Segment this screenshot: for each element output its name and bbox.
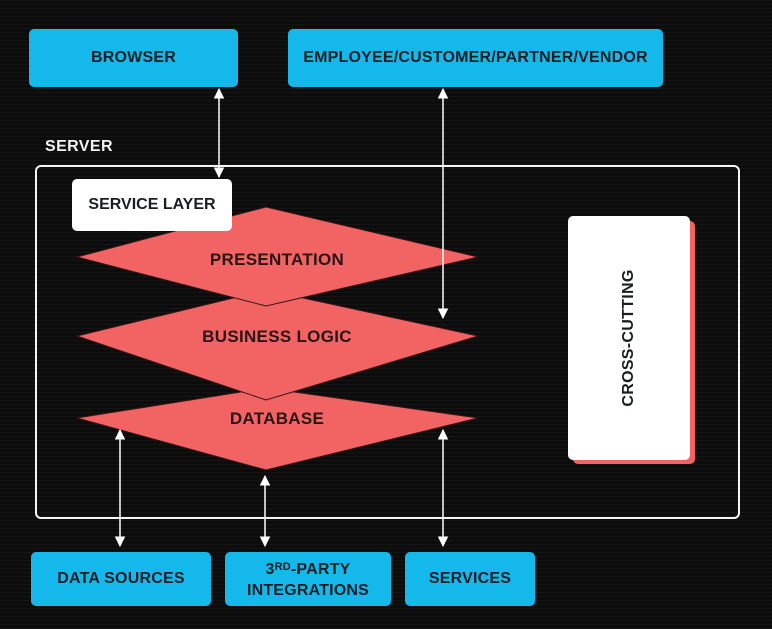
server-label: SERVER bbox=[45, 138, 113, 155]
business-logic-layer bbox=[75, 289, 480, 401]
service-layer-label: SERVICE LAYER bbox=[88, 196, 216, 213]
services-label: SERVICES bbox=[428, 570, 512, 587]
browser-box: BROWSER bbox=[29, 29, 238, 87]
users-label: EMPLOYEE/CUSTOMER/PARTNER/VENDOR bbox=[303, 49, 648, 66]
browser-label: BROWSER bbox=[91, 49, 176, 66]
data-sources-box: DATA SOURCES bbox=[31, 552, 211, 606]
third-party-text: 3RD-PARTY INTEGRATIONS bbox=[247, 557, 369, 601]
service-layer-box: SERVICE LAYER bbox=[72, 179, 232, 231]
users-box: EMPLOYEE/CUSTOMER/PARTNER/VENDOR bbox=[288, 29, 663, 87]
cross-cutting-box: CROSS-CUTTING bbox=[568, 216, 690, 460]
database-label: DATABASE bbox=[229, 409, 325, 428]
data-sources-label: DATA SOURCES bbox=[57, 570, 185, 587]
third-party-sup: RD bbox=[274, 561, 291, 573]
services-box: SERVICES bbox=[405, 552, 535, 606]
database-layer bbox=[76, 387, 479, 471]
presentation-label: PRESENTATION bbox=[209, 250, 345, 269]
third-party-rest: -PARTY bbox=[290, 561, 351, 578]
server-frame bbox=[35, 165, 740, 519]
business-logic-label: BUSINESS LOGIC bbox=[202, 327, 352, 346]
third-party-line2: INTEGRATIONS bbox=[246, 582, 370, 599]
third-party-box: 3RD-PARTY INTEGRATIONS bbox=[225, 552, 391, 606]
third-party-num: 3 bbox=[265, 561, 275, 578]
